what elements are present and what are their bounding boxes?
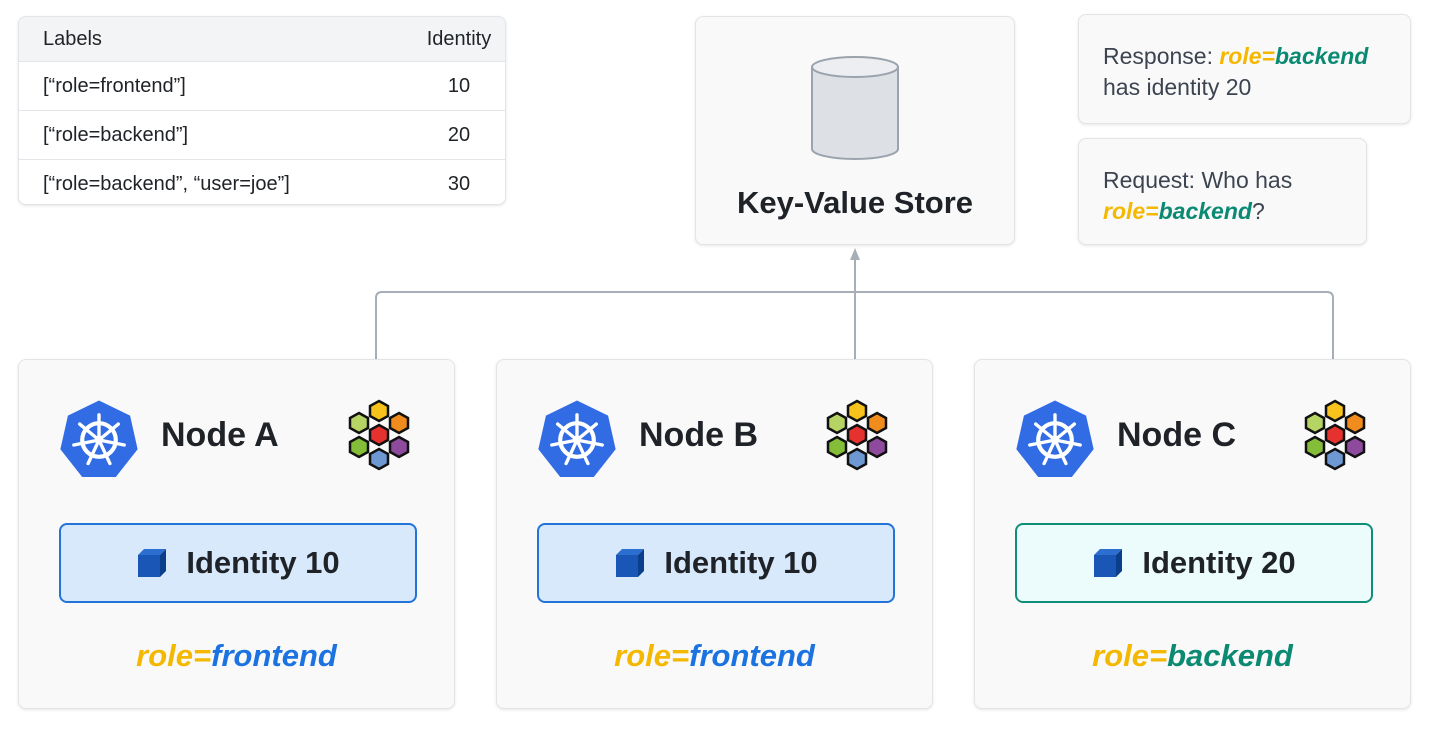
cilium-icon (1304, 399, 1366, 471)
node-label: role=frontend (497, 638, 932, 674)
cube-icon (616, 549, 645, 577)
request-key: role= (1103, 198, 1159, 224)
label-key: role= (1092, 638, 1168, 673)
label-key: role= (136, 638, 212, 673)
database-icon (811, 56, 899, 160)
table-row: [“role=backend”, “user=joe”] 30 (19, 159, 505, 204)
response-prefix: Response: (1103, 43, 1220, 69)
response-value: backend (1274, 43, 1369, 69)
row-labels: [“role=backend”, “user=joe”] (43, 172, 290, 195)
kubernetes-icon (538, 400, 616, 477)
cube-icon (1094, 549, 1123, 577)
node-label: role=backend (975, 638, 1410, 674)
node-a-card: Node A Identity 10 role=frontend (18, 359, 455, 709)
node-title: Node A (161, 416, 279, 454)
kubernetes-icon (60, 400, 138, 477)
cilium-icon (826, 399, 888, 471)
identity-box: Identity 20 (1015, 523, 1373, 603)
cube-icon (138, 549, 167, 577)
request-prefix: Request: Who has (1103, 167, 1293, 193)
table-row: [“role=frontend”] 10 (19, 61, 505, 110)
row-identity: 30 (447, 172, 471, 195)
table-header: Labels Identity (19, 17, 505, 61)
row-identity: 10 (447, 74, 471, 97)
identity-text: Identity 10 (186, 545, 340, 580)
label-key: role= (614, 638, 690, 673)
table-row: [“role=backend”] 20 (19, 110, 505, 159)
node-c-card: Node C Identity 20 role=backend (974, 359, 1411, 709)
node-label: role=frontend (19, 638, 454, 674)
identity-table: Labels Identity [“role=frontend”] 10 [“r… (18, 16, 506, 205)
identity-box: Identity 10 (59, 523, 417, 603)
row-identity: 20 (447, 123, 471, 146)
response-key: role= (1219, 43, 1275, 69)
header-labels: Labels (43, 27, 102, 50)
kv-store-title: Key-Value Store (736, 185, 974, 220)
request-value: backend (1158, 198, 1252, 224)
request-message: Request: Who has role=backend? (1078, 138, 1367, 245)
identity-text: Identity 20 (1142, 545, 1296, 580)
cilium-icon (348, 399, 410, 471)
label-value: frontend (211, 638, 337, 673)
row-labels: [“role=backend”] (43, 123, 189, 146)
key-value-store: Key-Value Store (695, 16, 1015, 245)
node-title: Node C (1117, 416, 1236, 454)
request-suffix: ? (1251, 198, 1265, 224)
response-message: Response: role=backend has identity 20 (1078, 14, 1411, 124)
row-labels: [“role=frontend”] (43, 74, 186, 97)
identity-box: Identity 10 (537, 523, 895, 603)
node-b-card: Node B Identity 10 role=frontend (496, 359, 933, 709)
response-suffix: has identity 20 (1103, 74, 1252, 100)
identity-text: Identity 10 (664, 545, 818, 580)
label-value: frontend (689, 638, 815, 673)
header-identity: Identity (426, 27, 492, 50)
label-value: backend (1167, 638, 1293, 673)
node-title: Node B (639, 416, 758, 454)
kubernetes-icon (1016, 400, 1094, 477)
